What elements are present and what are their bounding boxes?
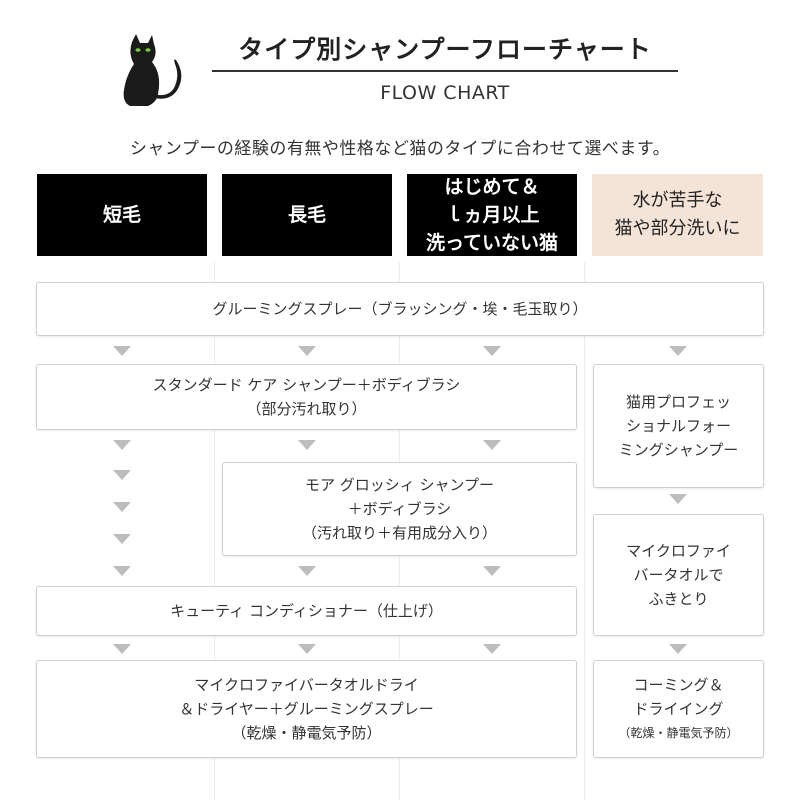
intro-text: シャンプーの経験の有無や性格など猫のタイプに合わせて選べます。: [129, 139, 671, 159]
triangle-down-icon: [298, 440, 316, 450]
step-standard-care-shampoo: スタンダード ケア シャンプー＋ボディブラシ （部分汚れ取り）: [36, 364, 577, 430]
step-microfiber-wipe: マイクロファイ バータオルで ふきとり: [593, 514, 764, 636]
triangle-down-icon: [298, 346, 316, 356]
triangle-down-icon: [113, 534, 131, 544]
triangle-down-icon: [669, 644, 687, 654]
column-header-long-hair: 長毛: [222, 174, 392, 256]
triangle-down-icon: [483, 440, 501, 450]
combing-drying-note: （乾燥・静電気予防）: [618, 726, 739, 740]
page-title: タイプ別シャンプーフローチャート: [238, 35, 652, 64]
triangle-down-icon: [483, 566, 501, 576]
step-foaming-shampoo: 猫用プロフェッ ショナルフォー ミングシャンプー: [593, 364, 764, 488]
column-guide: [584, 262, 585, 800]
triangle-down-icon: [298, 566, 316, 576]
combing-drying-label: コーミング＆ ドライイング: [633, 676, 724, 718]
triangle-down-icon: [483, 346, 501, 356]
column-header-short-hair: 短毛: [37, 174, 207, 256]
column-guide: [214, 262, 215, 800]
triangle-down-icon: [669, 346, 687, 356]
triangle-down-icon: [298, 644, 316, 654]
column-header-water-averse: 水が苦手な 猫や部分洗いに: [592, 174, 763, 256]
triangle-down-icon: [669, 494, 687, 504]
triangle-down-icon: [113, 644, 131, 654]
step-grooming-spray: グルーミングスプレー（ブラッシング・埃・毛玉取り）: [36, 282, 764, 336]
column-header-first-time: はじめて＆ ｌヵ月以上 洗っていない猫: [407, 174, 577, 256]
title-divider: [212, 70, 678, 72]
triangle-down-icon: [113, 502, 131, 512]
triangle-down-icon: [113, 470, 131, 480]
page-subtitle: FLOW CHART: [380, 82, 510, 104]
triangle-down-icon: [113, 440, 131, 450]
black-cat-icon: [123, 34, 182, 106]
step-cutie-conditioner: キューティ コンディショナー（仕上げ）: [36, 586, 577, 636]
triangle-down-icon: [113, 566, 131, 576]
triangle-down-icon: [113, 346, 131, 356]
triangle-down-icon: [483, 644, 501, 654]
step-more-glossy-shampoo: モア グロッシィ シャンプー ＋ボディブラシ （汚れ取り＋有用成分入り）: [222, 462, 577, 556]
step-combing-drying: コーミング＆ ドライイング （乾燥・静電気予防）: [593, 660, 764, 758]
step-towel-dry: マイクロファイバータオルドライ ＆ドライヤー＋グルーミングスプレー （乾燥・静電…: [36, 660, 577, 758]
